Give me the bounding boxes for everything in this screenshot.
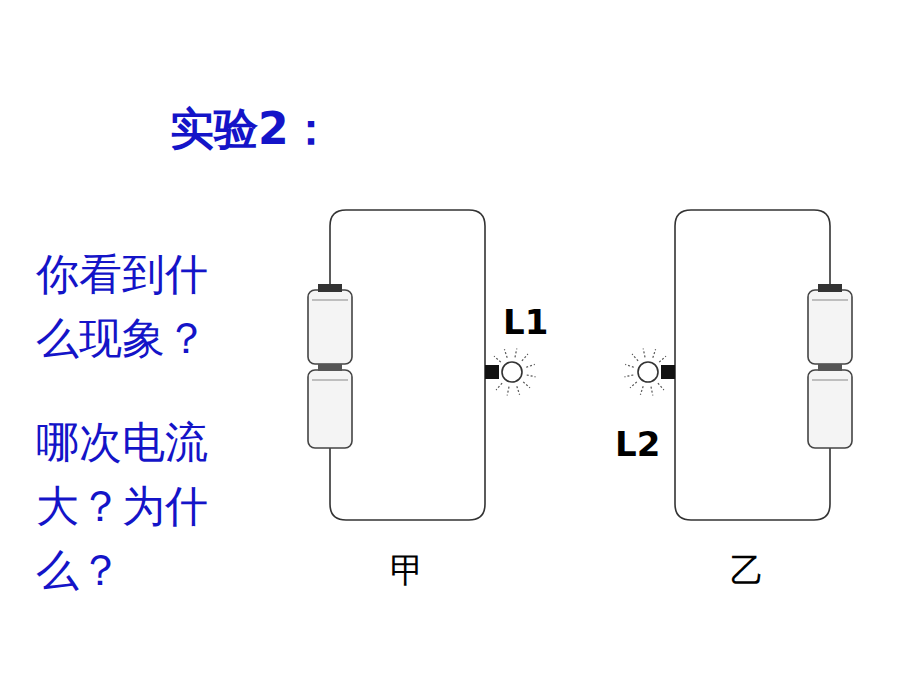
circuit-yi [625,210,853,520]
question-text: 你看到什么现象？ [36,242,231,370]
circuit-label: 乙 [730,548,764,594]
circuit-label: 甲 [390,548,424,594]
question-text: 哪次电流大？为什么？ [36,410,231,602]
bulb-label: L2 [615,424,660,464]
circuit-jia [308,210,536,520]
slide-title: 实验2： [170,100,333,159]
bulb-label: L1 [503,302,548,342]
